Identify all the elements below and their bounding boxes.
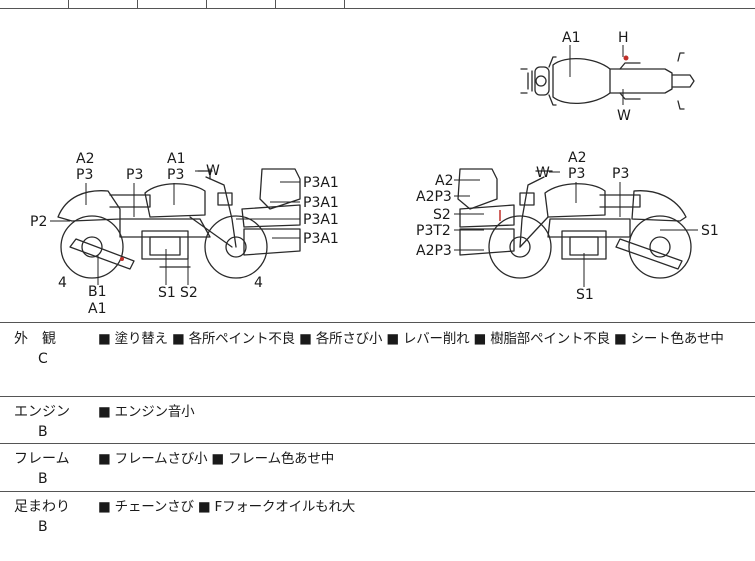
left-a1-label: A1 [167, 151, 185, 167]
right-a2-label: A2 [568, 150, 586, 166]
header-divider [344, 0, 345, 8]
right-p3-label: P3 [612, 166, 629, 182]
row-border [0, 322, 755, 323]
row-remarks-engine: ■ エンジン音小 [98, 404, 195, 420]
left-a2-label: A2 [76, 151, 94, 167]
left-p2-label: P2 [30, 214, 47, 230]
left-w-label: W [206, 163, 220, 179]
header-divider [68, 0, 69, 8]
row-category-exterior: 外 観 C [14, 329, 84, 369]
left-p3a1-label: P3A1 [303, 231, 339, 247]
right-p3-label: P3 [568, 166, 585, 182]
header-divider [206, 0, 207, 8]
left-b1-label: B1 [88, 284, 107, 300]
top-h-label: H [618, 30, 629, 46]
row-grade: B [38, 519, 48, 535]
damage-diagram: A1 H W A2 P3 [30, 30, 719, 317]
row-border [0, 491, 755, 492]
row-border [0, 396, 755, 397]
left-p3-label: P3 [126, 167, 143, 183]
right-a2p3-label: A2P3 [416, 189, 452, 205]
left-4-label: 4 [254, 275, 263, 291]
left-s2-label: S2 [180, 285, 198, 301]
left-p3a1-label: P3A1 [303, 175, 339, 191]
header-divider [137, 0, 138, 8]
right-a2p3-label: A2P3 [416, 243, 452, 259]
top-border [0, 8, 755, 9]
right-p3t2-label: P3T2 [416, 223, 451, 239]
row-grade: B [38, 424, 48, 440]
motorcycle-right-view [457, 168, 692, 279]
header-divider [275, 0, 276, 8]
row-category-suspension: 足まわり B [14, 497, 84, 537]
left-p3-label: P3 [167, 167, 184, 183]
left-4-label: 4 [58, 275, 67, 291]
row-category-engine: エンジン B [14, 402, 84, 442]
left-p3a1-label: P3A1 [303, 195, 339, 211]
row-grade: B [38, 471, 48, 487]
row-remarks-frame: ■ フレームさび小 ■ フレーム色あせ中 [98, 451, 335, 467]
motorcycle-left-view [57, 168, 301, 279]
right-s1-bottom-label: S1 [576, 287, 594, 303]
right-s2-label: S2 [433, 207, 451, 223]
motorcycle-top-view [520, 52, 695, 110]
right-s1-label: S1 [701, 223, 719, 239]
left-p3-label: P3 [76, 167, 93, 183]
right-a2-label: A2 [435, 173, 453, 189]
row-remarks-suspension: ■ チェーンさび ■ Fフォークオイルもれ大 [98, 499, 356, 515]
row-grade: C [38, 351, 48, 367]
right-w-label: W [536, 165, 550, 181]
row-category-frame: フレーム B [14, 449, 84, 489]
left-a1-bottom-label: A1 [88, 301, 106, 317]
row-border [0, 443, 755, 444]
top-a1-label: A1 [562, 30, 580, 46]
top-w-label: W [617, 108, 631, 124]
row-remarks-exterior: ■ 塗り替え ■ 各所ペイント不良 ■ 各所さび小 ■ レバー削れ ■ 樹脂部ペ… [98, 331, 724, 347]
left-s1-label: S1 [158, 285, 176, 301]
left-p3a1-label: P3A1 [303, 212, 339, 228]
